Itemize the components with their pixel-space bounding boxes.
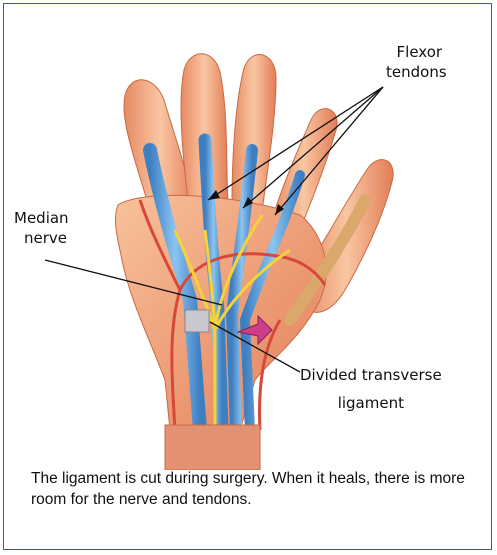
figure-caption: The ligament is cut during surgery. When… — [31, 468, 471, 510]
label-flexor-line2: tendons — [386, 62, 447, 82]
wrist — [165, 425, 260, 470]
label-flexor-tendons: Flexor tendons — [386, 42, 447, 82]
label-divided-line1: Divided transverse — [300, 365, 442, 385]
ring-finger — [232, 55, 276, 212]
ligament-left-piece — [185, 310, 209, 332]
label-median-line1: Median — [14, 208, 69, 228]
label-flexor-line1: Flexor — [386, 42, 447, 62]
label-divided-ligament: Divided transverse ligament — [300, 365, 442, 413]
label-median-nerve: Median nerve — [14, 208, 69, 248]
label-median-line2: nerve — [14, 228, 69, 248]
label-divided-line2: ligament — [300, 393, 442, 413]
